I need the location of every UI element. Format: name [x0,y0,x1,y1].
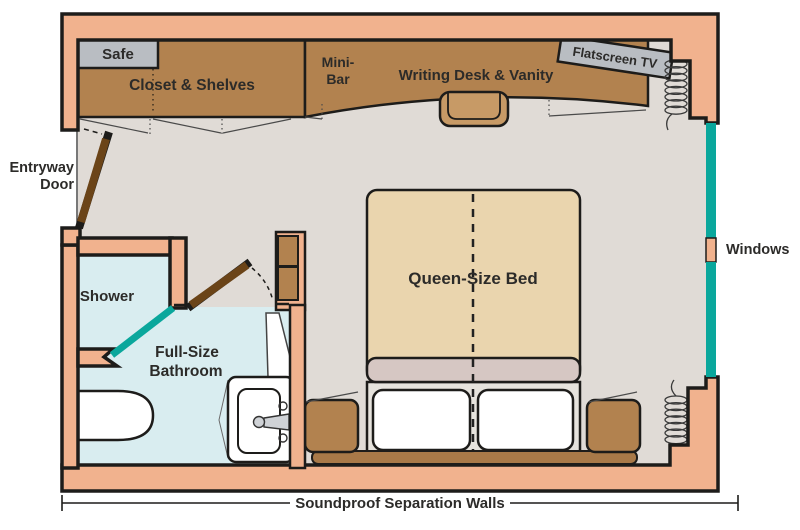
closet-label: Closet & Shelves [129,77,255,94]
curtain-icon [664,59,688,131]
toilet [76,389,155,442]
pillow-right [476,388,575,452]
bathroom-cabinet-lower [277,266,299,301]
soundproof-bracket [61,495,739,511]
safe-label: Safe [102,46,134,63]
shower-label: Shower [80,288,134,305]
nightstand-right [585,398,642,454]
minibar-label-line2: Bar [326,71,350,87]
closet-door-marks [79,100,647,134]
wall-left-bathroom [60,243,80,470]
desk-label: Writing Desk & Vanity [399,67,554,84]
wall-top [60,12,720,132]
vanity-swing-lines [218,379,229,459]
entry-door [77,137,110,224]
nightstand-accent-left [305,391,359,403]
desk-chair [438,90,510,128]
flatscreen-tv [556,34,675,80]
window-mullion [705,237,717,263]
bathroom-door-swing [251,267,274,302]
desk-chair-back [447,93,501,120]
bed-label: Queen-Size Bed [408,269,537,288]
window-strip-top [706,123,716,238]
soundproof-label: Soundproof Separation Walls [295,495,504,512]
wall-bathroom-right [288,303,307,470]
faucet-handle-top [278,401,288,411]
shower-glass-door [109,305,176,358]
bathroom-door [188,261,250,309]
entry-label-line2: Door [40,177,74,193]
bathroom-label-line2: Bathroom [149,363,222,380]
nightstand-accent-right [588,391,638,403]
faucet-handle-bottom [278,433,288,443]
minibar-label-line1: Mini- [322,54,355,70]
pillow-left [371,388,472,452]
bathroom-label-line1: Full-Size [155,344,219,361]
wall-bottom [60,375,720,493]
entry-label-line1: Entryway [10,160,74,176]
faucet-base [252,415,266,429]
bathroom-cabinet-upper [277,235,299,267]
entry-door-swing [83,128,103,135]
window-strip-bottom [706,262,716,377]
nightstand-left [303,398,360,454]
wall-shower-bottom [76,347,123,368]
wall-bathroom-top [76,236,174,257]
windows-label: Windows [726,242,790,258]
wall-shower-right [168,236,188,310]
headboard [311,450,638,465]
